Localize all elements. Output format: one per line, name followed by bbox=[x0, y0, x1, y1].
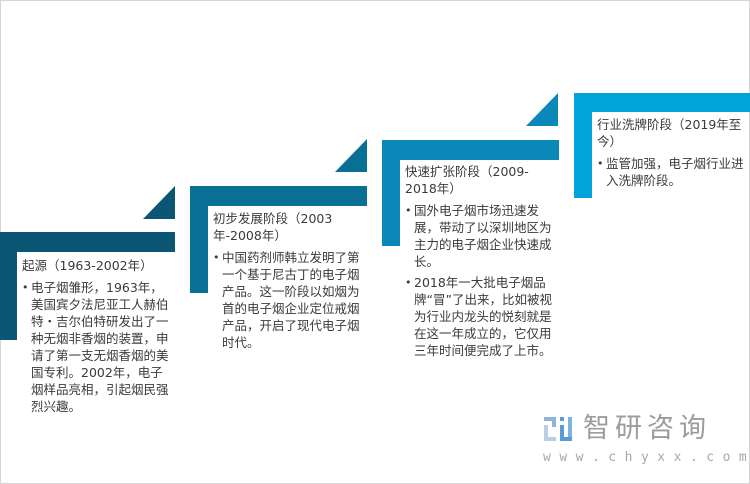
stage-4-text: 行业洗牌阶段（2019年至今） 监管加强，电子烟行业进入洗牌阶段。 bbox=[597, 116, 747, 193]
stage-1-text: 起源（1963-2002年） 电子烟雏形，1963年，美国宾夕法尼亚工人赫伯特・… bbox=[22, 257, 172, 419]
stage-4-top-bar bbox=[574, 93, 750, 112]
stage-4-side-bar bbox=[574, 93, 592, 198]
stage-3-side-bar bbox=[382, 140, 400, 246]
stage-3-bullet-2: 2018年一大批电子烟品牌“冒”了出来，比如被视为行业内龙头的悦刻就是在这一年成… bbox=[405, 274, 555, 359]
watermark-logo: 智研咨询 www.chyxx.com bbox=[543, 412, 747, 472]
stage-2-top-bar bbox=[190, 186, 367, 206]
stage-3-title: 快速扩张阶段（2009-2018年） bbox=[405, 164, 529, 196]
stage-3-arrow-triangle bbox=[526, 93, 558, 126]
stage-4-bullet-1: 监管加强，电子烟行业进入洗牌阶段。 bbox=[597, 155, 747, 189]
stage-2-text: 初步发展阶段（2003年-2008年） 中国药剂师韩立发明了第一个基于尼古丁的电… bbox=[213, 210, 365, 355]
brand-name: 智研咨询 bbox=[583, 413, 711, 444]
stage-2-arrow-triangle bbox=[335, 139, 367, 172]
brand-url: www.chyxx.com bbox=[543, 450, 750, 465]
brand-logo-icon bbox=[544, 417, 572, 441]
stage-1-side-bar bbox=[0, 232, 17, 340]
stage-2-title: 初步发展阶段（2003年-2008年） bbox=[213, 211, 333, 243]
stage-1-bullet-1: 电子烟雏形，1963年，美国宾夕法尼亚工人赫伯特・吉尔伯特研发出了一种无烟非香烟… bbox=[22, 279, 172, 415]
stage-3-text: 快速扩张阶段（2009-2018年） 国外电子烟市场迅速发展，带动了以深圳地区为… bbox=[405, 163, 555, 363]
stage-1-top-bar bbox=[0, 232, 175, 252]
stage-2-side-bar bbox=[190, 186, 208, 293]
stage-1-title: 起源（1963-2002年） bbox=[22, 258, 153, 273]
stage-3-top-bar bbox=[382, 140, 559, 160]
stage-4-title: 行业洗牌阶段（2019年至今） bbox=[597, 117, 742, 149]
stage-1-arrow-triangle bbox=[143, 186, 175, 219]
stage-3-bullet-1: 国外电子烟市场迅速发展，带动了以深圳地区为主力的电子烟企业快速成长。 bbox=[405, 202, 555, 270]
stage-2-bullet-1: 中国药剂师韩立发明了第一个基于尼古丁的电子烟产品。这一阶段以如烟为首的电子烟企业… bbox=[213, 249, 365, 351]
